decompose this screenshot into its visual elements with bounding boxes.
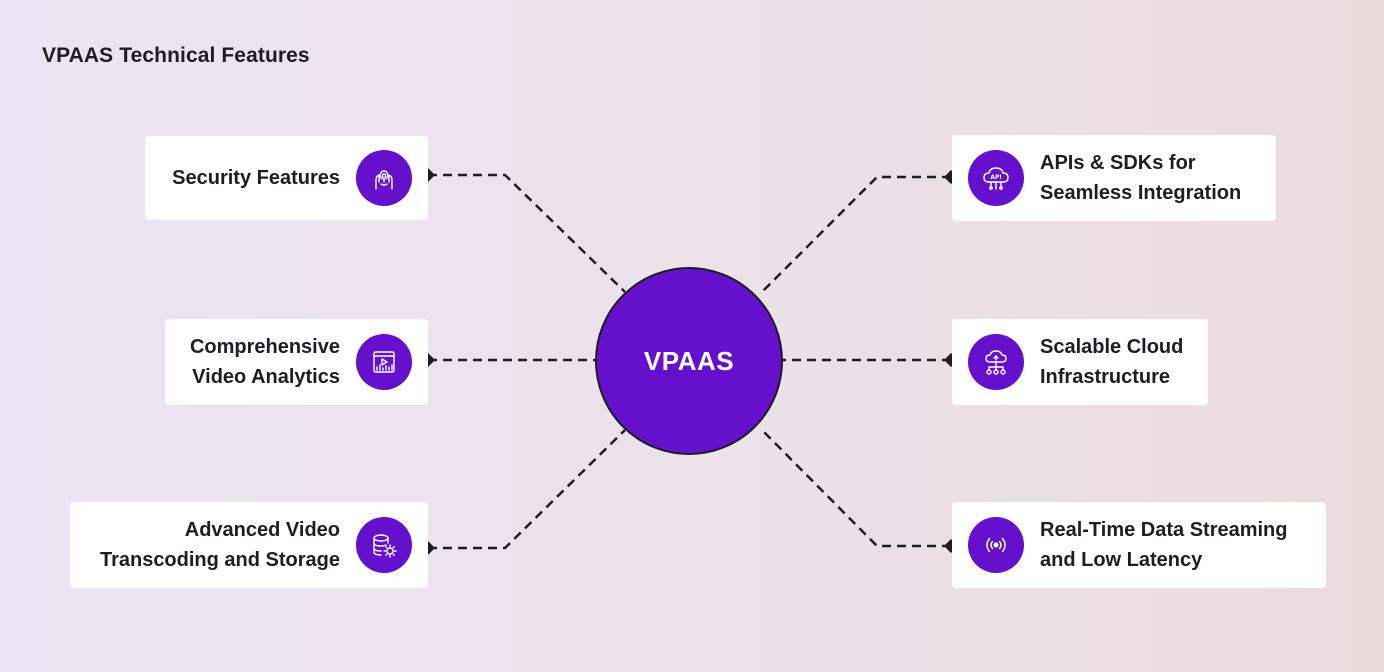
feature-label: Comprehensive Video Analytics <box>189 336 340 388</box>
feature-label: Real-Time Data Streaming and Low Latency <box>1040 519 1288 571</box>
video-analytics-icon <box>356 334 412 390</box>
feature-label: Scalable Cloud Infrastructure <box>1040 336 1184 388</box>
feature-card-apis: API APIs & SDKs for Seamless Integration <box>952 135 1276 221</box>
feature-card-cloud: Scalable Cloud Infrastructure <box>952 319 1208 405</box>
hand-fingerprint-icon <box>356 150 412 206</box>
feature-card-analytics: Comprehensive Video Analytics <box>165 319 428 405</box>
cloud-network-icon <box>968 334 1024 390</box>
hub-label: VPAAS <box>643 345 735 376</box>
feature-label: APIs & SDKs for Seamless Integration <box>1040 152 1242 204</box>
svg-text:API: API <box>990 174 1001 181</box>
feature-card-transcoding: Advanced Video Transcoding and Storage <box>70 502 428 588</box>
feature-label: Advanced Video Transcoding and Storage <box>99 519 340 571</box>
page-title: VPAAS Technical Features <box>42 44 310 67</box>
database-gear-icon <box>356 517 412 573</box>
vpaas-hub: VPAAS <box>595 267 783 455</box>
broadcast-signal-icon <box>968 517 1024 573</box>
feature-card-streaming: Real-Time Data Streaming and Low Latency <box>952 502 1326 588</box>
api-cloud-icon: API <box>968 150 1024 206</box>
feature-label: Security Features <box>172 167 340 189</box>
connector-apis <box>761 175 951 293</box>
connector-security <box>428 173 626 293</box>
connector-streaming <box>761 429 951 548</box>
connector-transcoding <box>428 429 626 550</box>
feature-card-security: Security Features <box>145 136 428 220</box>
